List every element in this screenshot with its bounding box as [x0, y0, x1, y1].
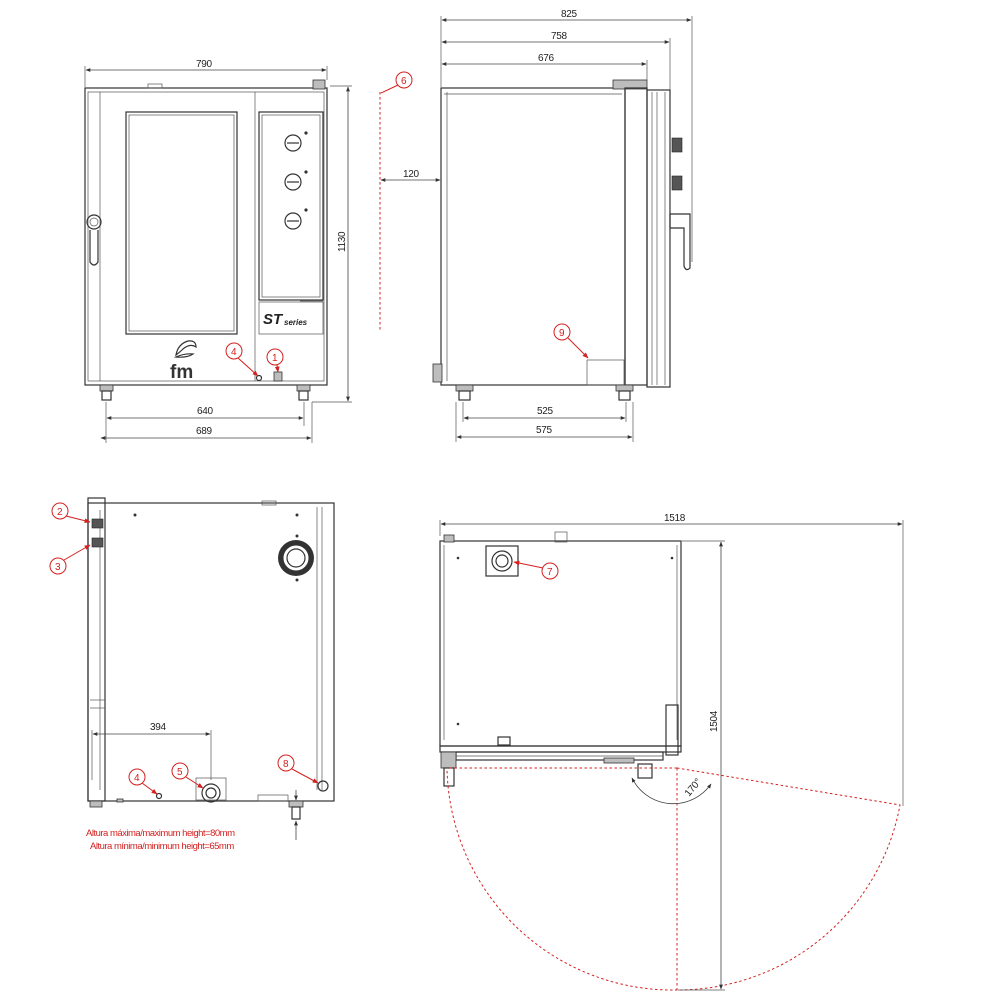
- svg-text:5: 5: [177, 767, 183, 778]
- door-swing-arc: [446, 767, 901, 991]
- dim-side-feet-inner: 525: [537, 406, 554, 417]
- control-knob-icon: [284, 131, 308, 152]
- back-view: 394 2 3 4 5 8 Altura máxima/maximum heig…: [49, 497, 335, 852]
- svg-text:1: 1: [272, 353, 278, 364]
- dim-front-width: 790: [196, 59, 213, 70]
- svg-text:4: 4: [134, 773, 140, 784]
- svg-text:8: 8: [283, 759, 289, 770]
- front-body-outline: [84, 87, 328, 386]
- callout-2: 2: [51, 502, 91, 524]
- front-door-window: [125, 111, 238, 335]
- dim-top-depth: 1504: [709, 710, 720, 732]
- dim-side-feet-outer: 575: [536, 425, 553, 436]
- control-knob-icon: [284, 170, 308, 191]
- svg-text:4: 4: [231, 347, 237, 358]
- callout-3: 3: [49, 544, 91, 575]
- front-foot-left: [99, 384, 114, 392]
- callout-6: 6: [380, 71, 413, 94]
- dim-side-body: 676: [538, 53, 555, 64]
- callout-8: 8: [277, 754, 319, 784]
- callout-5: 5: [171, 762, 204, 789]
- svg-text:3: 3: [55, 562, 61, 573]
- exhaust-vent-icon: [278, 540, 314, 576]
- dim-feet-inner: 640: [197, 406, 214, 417]
- fm-logo-icon: [173, 340, 197, 358]
- svg-text:7: 7: [547, 567, 553, 578]
- top-view: 170° 1518 1504 7: [439, 513, 904, 991]
- svg-text:2: 2: [57, 507, 63, 518]
- front-view: ST series fm 790 1130 640 689: [84, 59, 352, 443]
- callout-9: 9: [553, 323, 589, 359]
- series-badge-word: series: [284, 318, 308, 327]
- note-max-height: Altura máxima/maximum height=80mm: [86, 828, 235, 839]
- dim-back-offset: 394: [150, 722, 167, 733]
- svg-text:9: 9: [559, 328, 565, 339]
- callout-7: 7: [513, 560, 559, 580]
- side-body-outline: [440, 87, 626, 386]
- fm-logo-text: fm: [170, 362, 193, 383]
- dim-side-clearance: 120: [403, 169, 420, 180]
- front-foot-right: [296, 384, 311, 392]
- note-min-height: Altura mínima/minimum height=65mm: [90, 841, 234, 852]
- control-panel: [258, 111, 324, 301]
- dim-top-total: 1518: [664, 513, 686, 524]
- dim-side-mid: 758: [551, 31, 568, 42]
- control-knob-icon: [284, 208, 308, 230]
- series-badge-st: ST: [263, 311, 284, 328]
- dim-feet-outer: 689: [196, 426, 213, 437]
- dim-front-height: 1130: [337, 231, 348, 252]
- top-body-outline: [439, 540, 682, 747]
- dim-side-total: 825: [561, 9, 578, 20]
- svg-text:6: 6: [401, 76, 407, 87]
- callout-4-back: 4: [128, 768, 158, 795]
- door-handle-icon: [86, 214, 102, 266]
- side-view: 825 758 676 120 525 575 6 9: [379, 9, 693, 442]
- callout-1-front: 1: [266, 348, 284, 373]
- door-angle-label: 170°: [683, 777, 704, 799]
- side-door-profile: [646, 89, 671, 388]
- callout-4-front: 4: [225, 342, 259, 377]
- drain-outlet-icon: [195, 777, 227, 803]
